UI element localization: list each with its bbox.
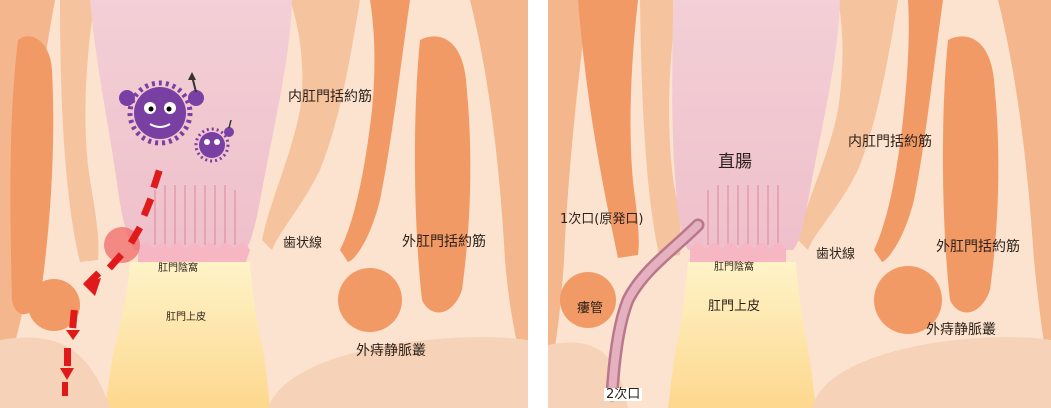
label-anal-epithelium: 肛門上皮 xyxy=(166,313,206,323)
label-primary-opening: 1次口(原発口) xyxy=(560,213,643,226)
right-diagram-panel: 直腸 内肛門括約筋 1次口(原発口) 歯状線 外肛門括約筋 肛門陰窩 瘻管 肛門… xyxy=(548,0,1051,408)
muscle-bulb-left xyxy=(560,272,616,328)
label-dentate-line: 歯状線 xyxy=(283,237,322,250)
external-sphincter-right xyxy=(415,36,470,312)
external-sphincter-right xyxy=(943,36,998,312)
anal-epithelium xyxy=(105,262,270,408)
label-internal-sphincter: 内肛門括約筋 xyxy=(848,135,932,149)
label-anal-crypt: 肛門陰窩 xyxy=(714,263,754,273)
label-rectum: 直腸 xyxy=(718,154,752,171)
right-anatomy-illustration xyxy=(548,0,1051,408)
anal-epithelium xyxy=(668,262,816,408)
label-secondary-opening: 2次口 xyxy=(604,388,642,401)
label-fistula-tract: 瘻管 xyxy=(577,302,603,315)
muscle-bulb-right xyxy=(338,268,402,332)
label-external-hemorrhoidal-plexus: 外痔静脈叢 xyxy=(926,323,996,337)
left-anatomy-illustration xyxy=(0,0,528,408)
label-external-sphincter: 外肛門括約筋 xyxy=(936,240,1020,254)
label-internal-sphincter: 内肛門括約筋 xyxy=(288,90,372,104)
label-dentate-line: 歯状線 xyxy=(816,248,855,261)
label-external-sphincter: 外肛門括約筋 xyxy=(402,235,486,249)
label-external-hemorrhoidal-plexus: 外痔静脈叢 xyxy=(356,344,426,358)
label-anal-crypt: 肛門陰窩 xyxy=(158,264,198,274)
left-diagram-panel: 内肛門括約筋 歯状線 外肛門括約筋 肛門陰窩 肛門上皮 外痔静脈叢 xyxy=(0,0,528,408)
label-anal-epithelium: 肛門上皮 xyxy=(708,300,760,313)
